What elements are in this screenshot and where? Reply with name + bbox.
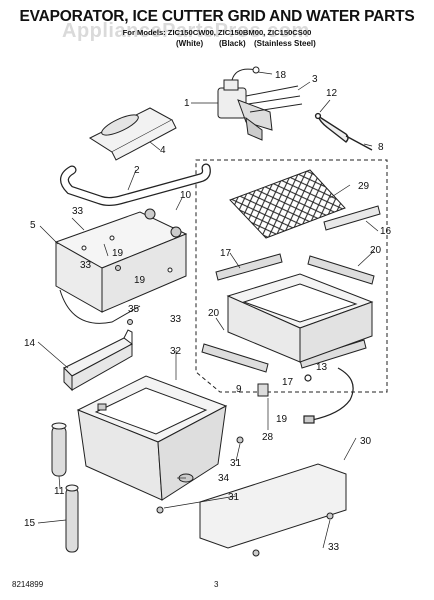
callout-18a: 20 <box>370 245 382 256</box>
drain-tube-part <box>51 422 67 477</box>
callout-18b: 20 <box>208 308 220 319</box>
callout-16: 16 <box>380 226 392 237</box>
strip-part <box>323 205 381 231</box>
bin-chute-part <box>63 329 133 392</box>
callout-5: 5 <box>30 220 36 231</box>
page-number: 3 <box>214 580 219 589</box>
callout-33b: 33 <box>80 260 92 271</box>
callout-32: 32 <box>170 346 182 357</box>
callout-31a: 31 <box>230 458 242 469</box>
callout-28: 28 <box>262 432 274 443</box>
cutter-grid-boundary <box>195 159 388 393</box>
callout-12: 13 <box>316 362 328 373</box>
callout-17b: 17 <box>282 377 294 388</box>
hose-part <box>65 484 79 553</box>
callout-35: 35 <box>128 304 140 315</box>
callout-29: 29 <box>358 181 370 192</box>
callout-15: 15 <box>24 518 36 529</box>
callout-8: 8 <box>378 142 384 153</box>
callout-30: 30 <box>360 436 372 447</box>
finish-black: (Black) <box>219 39 246 48</box>
callout-17a: 17 <box>220 248 232 259</box>
model-line: For Models: ZIC150CW00, ZIC150BM00, ZIC1… <box>122 28 312 37</box>
callout-33a: 33 <box>72 206 84 217</box>
cutter-wire-part <box>314 112 373 151</box>
water-reservoir-part <box>76 375 228 501</box>
callout-13: 14 <box>24 338 36 349</box>
callout-20: 18 <box>275 70 287 81</box>
callout-9: 9 <box>236 384 242 395</box>
callout-4: 4 <box>160 145 166 156</box>
deflector-part <box>199 463 347 549</box>
callout-10: 10 <box>180 190 192 201</box>
callout-leaders <box>37 71 379 549</box>
watermark: AppliancePartsPros.com <box>62 20 310 42</box>
finish-stainless: (Stainless Steel) <box>254 39 316 48</box>
callout-11: 12 <box>326 88 338 99</box>
clip-part <box>257 383 269 397</box>
doc-number: 8214899 <box>12 580 44 589</box>
callout-1: 1 <box>184 98 190 109</box>
water-trough-part <box>88 107 177 161</box>
callout-26a: 19 <box>112 248 124 259</box>
cutter-grid-frame-part <box>226 273 374 363</box>
callout-34: 34 <box>218 473 230 484</box>
callout-3: 3 <box>312 74 318 85</box>
evaporator-bracket-part <box>54 208 188 324</box>
callout-26b: 19 <box>134 275 146 286</box>
callout-33d: 33 <box>328 542 340 553</box>
callout-31b: 31 <box>228 492 240 503</box>
finish-white: (White) <box>176 39 204 48</box>
thermistor-part <box>303 367 354 424</box>
screws-part <box>115 265 334 557</box>
cutter-grid-wires-part <box>229 169 346 239</box>
callout-2: 2 <box>134 165 140 176</box>
callout-14: 11 <box>54 486 65 497</box>
callout-19: 19 <box>276 414 288 425</box>
callout-33c: 33 <box>170 314 182 325</box>
page-title: EVAPORATOR, ICE CUTTER GRID AND WATER PA… <box>19 8 415 25</box>
water-valve-part <box>217 66 303 141</box>
